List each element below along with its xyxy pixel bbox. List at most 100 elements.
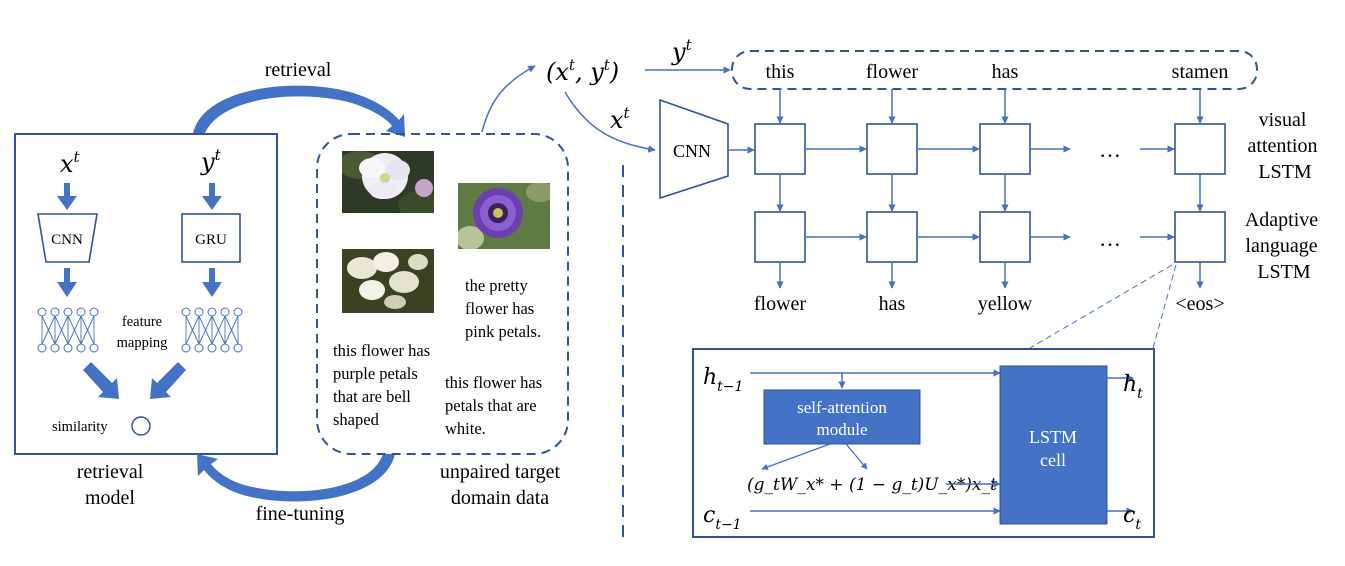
network-node — [37, 343, 47, 353]
network-node — [207, 343, 217, 353]
input-word: this — [766, 61, 795, 83]
network-edge — [211, 315, 226, 345]
network-node — [63, 343, 73, 353]
lstm-cell-label: LSTM — [1029, 427, 1077, 447]
fine-tuning-arrow-label: fine-tuning — [256, 503, 345, 525]
unpaired-caption: unpaired target — [440, 461, 561, 483]
thick-arrow-gru-to-mlp — [202, 268, 222, 297]
network-node — [50, 307, 60, 317]
network-node — [233, 343, 243, 353]
zoom-line-left — [1029, 264, 1173, 349]
feature-mapping-label-line2: mapping — [117, 335, 168, 351]
retrieval-cnn-block — [37, 213, 98, 263]
network-edge — [54, 315, 69, 345]
retrieval-gru-label: GRU — [195, 232, 227, 248]
c-out-label: ct — [1123, 503, 1141, 533]
x-arrow-label: xt — [610, 104, 631, 134]
arrow-pair-to-cnn — [564, 91, 656, 153]
retrieval-model-label: retrieval — [77, 461, 144, 483]
output-word: flower — [754, 293, 807, 315]
input-word: flower — [866, 61, 919, 83]
retrieval-cnn-label: CNN — [51, 232, 83, 248]
network-node — [50, 343, 60, 353]
similarity-circle — [131, 416, 151, 436]
retrieval-arrow-label: retrieval — [265, 59, 332, 81]
retrieval-model-panel: xt yt CNN GRU feature mappin — [14, 133, 278, 455]
pair-label: (xt, yt) — [546, 56, 619, 86]
similarity-label: similarity — [52, 419, 108, 435]
output-word: has — [879, 293, 906, 315]
visual-attention-lstm-label: visual attention LSTM — [1248, 109, 1323, 183]
attention-to-formula-left — [761, 443, 831, 471]
network-node — [194, 307, 204, 317]
network-node — [76, 307, 86, 317]
network-node — [220, 307, 230, 317]
network-node — [233, 307, 243, 317]
adaptive-language-lstm-cell — [754, 211, 806, 263]
feature-mapping-network-right — [181, 307, 243, 353]
network-node — [181, 343, 191, 353]
thick-arrow-to-similarity-left — [83, 362, 119, 399]
self-attention-label-line2: module — [817, 420, 868, 439]
adaptive-language-lstm-label: Adaptive language LSTM — [1245, 209, 1323, 283]
thick-arrow-cnn-to-mlp — [57, 268, 77, 297]
thick-arrow-x-to-cnn — [57, 183, 77, 210]
retrieval-arrow — [193, 85, 405, 137]
purple-passionflower-image — [458, 183, 550, 249]
unpaired-text-2: the pretty flower has pink petals. — [465, 276, 541, 341]
network-edge — [198, 315, 213, 345]
feature-mapping-label: feature — [122, 314, 162, 330]
arrow-unpaired-to-pair — [481, 65, 536, 133]
retrieval-gru-block — [181, 213, 241, 263]
visual-attention-lstm-cell — [754, 123, 806, 175]
network-edge — [185, 315, 200, 345]
lstm-cell — [999, 365, 1108, 525]
adaptive-language-lstm-cell — [866, 211, 918, 263]
visual-attention-lstm-cell — [866, 123, 918, 175]
lstm-cell-label-line2: cell — [1040, 450, 1066, 470]
unpaired-text-1: this flower has purple petals that are b… — [333, 341, 434, 429]
input-words-container — [731, 50, 1258, 90]
network-node — [37, 307, 47, 317]
zoom-line-right — [1152, 264, 1177, 349]
adaptive-lstm-detail-panel: ht−1 ct−1 self-attention module (g_tW_x*… — [692, 348, 1155, 538]
network-node — [76, 343, 86, 353]
output-word: <eos> — [1175, 293, 1224, 315]
retrieval-y-input-label: yt — [200, 146, 222, 176]
feature-mapping-network-left — [37, 307, 99, 353]
captioning-cnn-label: CNN — [673, 141, 711, 161]
network-edge — [41, 315, 56, 345]
thick-arrow-to-similarity-right — [150, 362, 186, 399]
fine-tuning-arrow — [197, 454, 395, 502]
visual-attention-lstm-cell — [979, 123, 1031, 175]
thick-arrow-y-to-gru — [202, 183, 222, 210]
output-word: yellow — [978, 293, 1033, 315]
adaptive-language-lstm-cell — [979, 211, 1031, 263]
input-word: has — [992, 61, 1019, 83]
c-prev-label: ct−1 — [703, 503, 742, 533]
adaptive-language-lstm-cell — [1174, 211, 1226, 263]
captioning-cnn-block — [659, 98, 729, 200]
h-prev-label: ht−1 — [703, 365, 743, 395]
network-node — [181, 307, 191, 317]
attention-to-formula-right — [845, 443, 868, 470]
white-flowers-cluster-image — [342, 249, 434, 313]
network-edge — [80, 315, 95, 345]
retrieval-model-label-line2: model — [85, 487, 135, 509]
ellipsis-top: … — [1099, 137, 1121, 162]
unpaired-data-panel: this flower has purple petals that are b… — [316, 133, 569, 455]
white-flower-image — [342, 151, 434, 213]
self-attention-label: self-attention — [797, 398, 887, 417]
network-node — [220, 343, 230, 353]
y-arrow-label: yt — [671, 36, 693, 66]
ellipsis-bottom: … — [1099, 226, 1121, 251]
unpaired-caption-line2: domain data — [451, 487, 549, 509]
retrieval-x-input-label: xt — [60, 148, 81, 178]
network-edge — [224, 315, 239, 345]
network-node — [89, 307, 99, 317]
network-node — [63, 307, 73, 317]
gating-formula: (g_tW_x* + (1 − g_t)U_x*)x_t — [747, 475, 997, 495]
visual-attention-lstm-cell — [1174, 123, 1226, 175]
input-word: stamen — [1172, 61, 1229, 83]
